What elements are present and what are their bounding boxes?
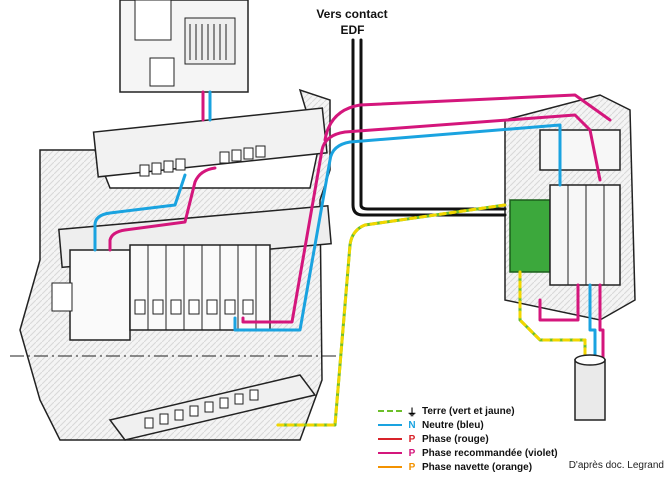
legend-row-phase-red: P Phase (rouge) bbox=[378, 432, 558, 446]
legend-label: Terre (vert et jaune) bbox=[422, 405, 515, 417]
title-line2: EDF bbox=[340, 23, 365, 37]
legend-letter: P bbox=[408, 433, 416, 445]
breaker-row bbox=[51, 244, 271, 341]
legend-swatch-earth bbox=[378, 410, 402, 412]
legend-label: Phase navette (orange) bbox=[422, 461, 533, 473]
green-contactor bbox=[509, 199, 551, 273]
legend-row-phase-orange: P Phase navette (orange) bbox=[378, 460, 558, 474]
legend-swatch-phase-violet bbox=[378, 452, 402, 454]
legend-row-neutral: N Neutre (bleu) bbox=[378, 418, 558, 432]
title-line1: Vers contact bbox=[316, 7, 388, 21]
legend: ⏚ Terre (vert et jaune) N Neutre (bleu) … bbox=[378, 404, 558, 474]
meter-box bbox=[119, 0, 249, 93]
legend-letter: N bbox=[408, 419, 416, 431]
right-module bbox=[504, 94, 636, 321]
legend-swatch-phase-red bbox=[378, 438, 402, 440]
legend-swatch-neutral bbox=[378, 424, 402, 426]
earth-icon: ⏚ bbox=[407, 407, 417, 419]
legend-row-phase-violet: P Phase recommandée (violet) bbox=[378, 446, 558, 460]
legend-swatch-phase-orange bbox=[378, 466, 402, 468]
legend-label: Phase (rouge) bbox=[422, 433, 489, 445]
conduit-pipe bbox=[574, 354, 606, 421]
terminal-bar bbox=[108, 374, 317, 441]
legend-letter: P bbox=[408, 461, 416, 473]
legend-label: Phase recommandée (violet) bbox=[422, 447, 558, 459]
source-credit: D'après doc. Legrand bbox=[568, 460, 664, 471]
legend-label: Neutre (bleu) bbox=[422, 419, 484, 431]
legend-row-earth: ⏚ Terre (vert et jaune) bbox=[378, 404, 558, 419]
wires bbox=[93, 38, 612, 427]
legend-letter: P bbox=[408, 447, 416, 459]
